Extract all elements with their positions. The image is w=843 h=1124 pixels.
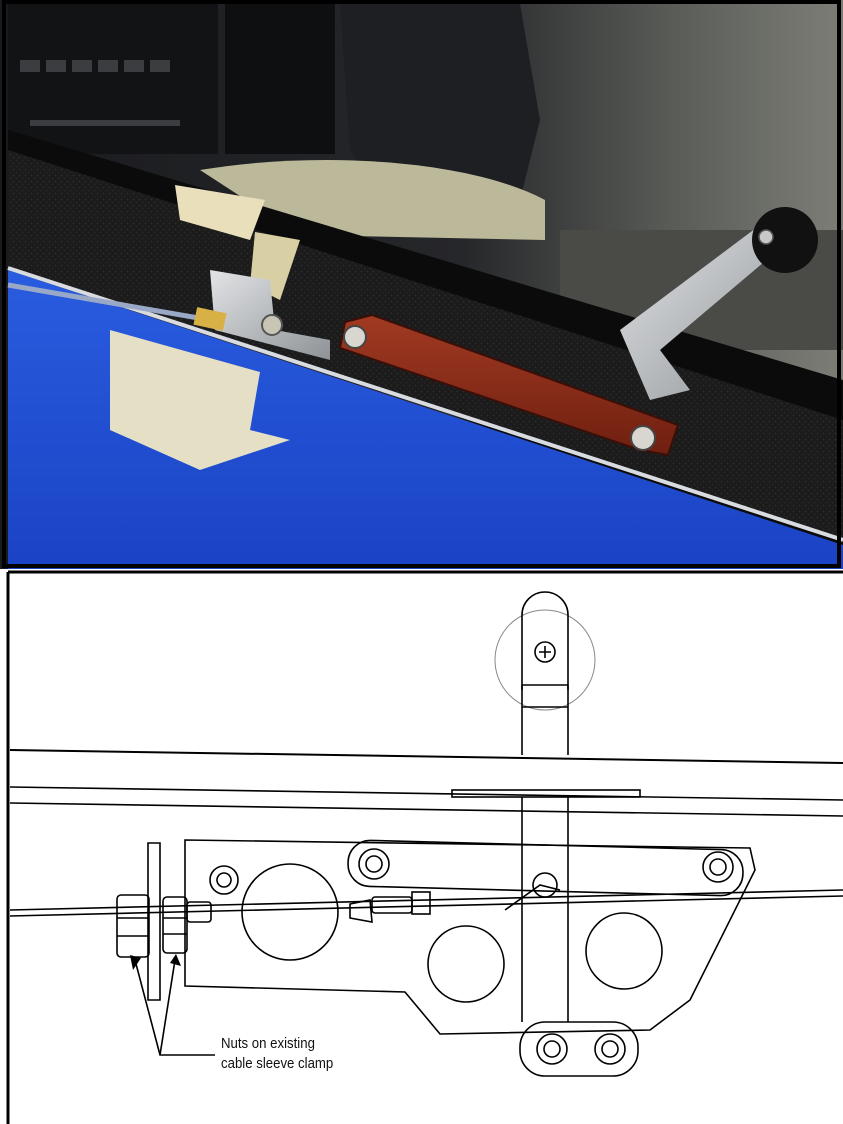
beam-cap bbox=[451, 789, 641, 798]
lower-nut-left-inner bbox=[543, 1040, 561, 1058]
link-bolt-upper bbox=[343, 325, 367, 349]
lower-plate bbox=[519, 1021, 639, 1077]
cable-line-bottom bbox=[9, 895, 843, 917]
link-nut-right-inner bbox=[709, 858, 727, 876]
arm-screw-cross bbox=[539, 646, 551, 658]
bracket-plate bbox=[184, 839, 756, 1035]
clamp-nut-left bbox=[116, 894, 150, 958]
link-nut-right bbox=[702, 851, 734, 883]
red-link bbox=[338, 313, 680, 457]
technical-drawing bbox=[0, 569, 843, 1124]
link-nut-left bbox=[358, 848, 390, 880]
display-screen bbox=[225, 4, 335, 154]
turnbuckle-nut bbox=[411, 891, 431, 915]
arm-upper bbox=[521, 591, 569, 690]
hole-mid-right bbox=[585, 912, 663, 990]
callout-label: Nuts on existing cable sleeve clamp bbox=[221, 1034, 397, 1074]
hole-large bbox=[241, 863, 339, 961]
pivot-nut bbox=[532, 872, 558, 898]
bracket-corner-nut bbox=[209, 865, 239, 895]
lever-knob bbox=[752, 207, 818, 273]
pivot-link bbox=[504, 884, 561, 911]
avionics-rack bbox=[8, 4, 218, 154]
arrow-head-right bbox=[170, 954, 181, 966]
cable bbox=[7, 282, 211, 323]
clamp-sleeve bbox=[186, 901, 212, 923]
cable-line-top bbox=[9, 889, 843, 911]
safety-wire-nut bbox=[193, 307, 227, 331]
photo-border bbox=[2, 0, 841, 568]
bracket-corner-nut-inner bbox=[216, 872, 232, 888]
clamp-nut-right bbox=[162, 896, 188, 954]
callout-leader-2 bbox=[159, 959, 176, 1056]
lower-nut-right-inner bbox=[601, 1040, 619, 1058]
bracket-nut bbox=[261, 314, 283, 336]
lower-nut-right bbox=[594, 1033, 626, 1065]
blue-panel bbox=[8, 270, 843, 569]
beam-line-2 bbox=[9, 786, 843, 801]
lever-arm bbox=[620, 225, 790, 400]
callout-line-1: Nuts on existing bbox=[221, 1035, 315, 1052]
hole-mid-left bbox=[427, 925, 505, 1003]
panel-edge-highlight bbox=[7, 266, 843, 542]
beam-line-3 bbox=[9, 802, 843, 817]
knob-outline bbox=[494, 609, 596, 711]
arrow-head-left bbox=[130, 955, 141, 970]
avionics-buttons bbox=[20, 60, 180, 126]
link-bolt-lower bbox=[630, 425, 656, 451]
beam-line-1 bbox=[9, 749, 843, 764]
arm-screw bbox=[534, 641, 556, 663]
callout-line-2: cable sleeve clamp bbox=[221, 1055, 334, 1072]
cable-end bbox=[349, 899, 373, 923]
link-nut-left-inner bbox=[365, 855, 383, 873]
lower-nut-left bbox=[536, 1033, 568, 1065]
callout-leader bbox=[134, 959, 215, 1056]
masking-tape bbox=[110, 330, 290, 470]
turnbuckle bbox=[371, 896, 413, 914]
link-bar bbox=[347, 839, 744, 897]
bracket-flange bbox=[147, 842, 161, 1001]
tape-strip-top bbox=[175, 185, 265, 240]
installation-photo bbox=[0, 0, 843, 569]
knob-screw bbox=[758, 229, 774, 245]
